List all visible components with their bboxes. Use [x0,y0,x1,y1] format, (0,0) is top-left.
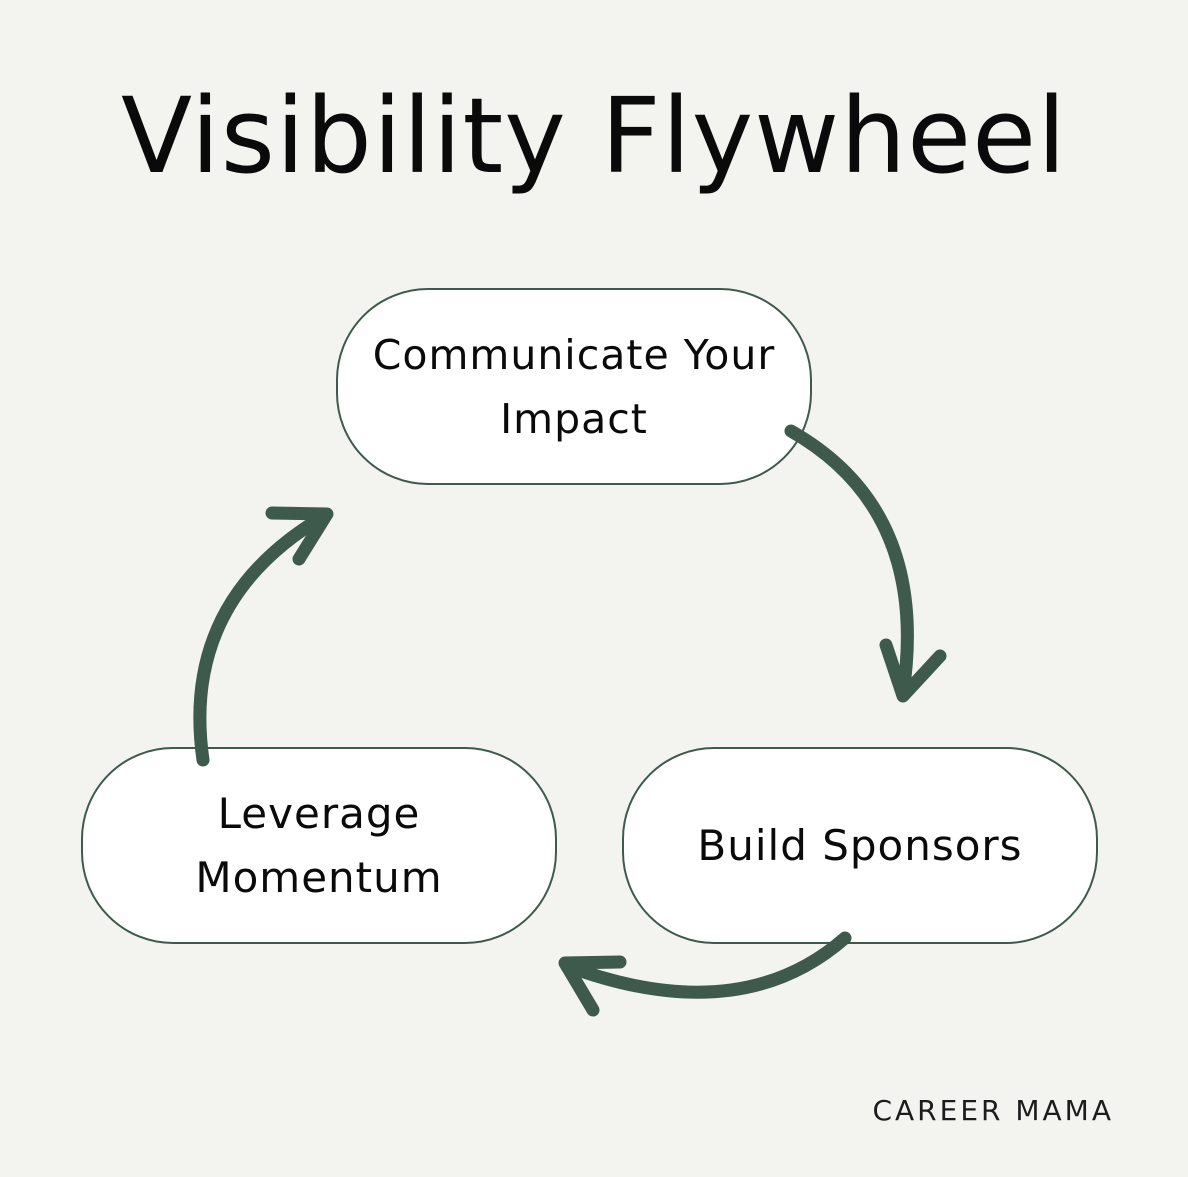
arrow-shaft [560,931,852,999]
arrow-shaft [193,508,333,767]
brand-logo-text: CAREER MAMA [872,1094,1114,1127]
arrow-head-icon [558,955,627,1017]
arrow-shaft [784,424,914,700]
arrow-head-icon [879,638,947,703]
node-leverage-momentum: Leverage Momentum [81,747,557,944]
node-label: Leverage Momentum [195,788,443,902]
diagram-title: Visibility Flywheel [120,75,1067,197]
node-communicate-impact: Communicate Your Impact [336,288,812,485]
arrow-leverage-to-communicate [193,506,334,767]
arrow-communicate-to-build [784,424,947,703]
node-label: Build Sponsors [697,820,1023,870]
node-build-sponsors: Build Sponsors [622,747,1098,944]
arrow-head-icon [265,506,334,566]
arrow-build-to-leverage [558,931,852,1017]
node-label: Communicate Your Impact [372,330,776,443]
